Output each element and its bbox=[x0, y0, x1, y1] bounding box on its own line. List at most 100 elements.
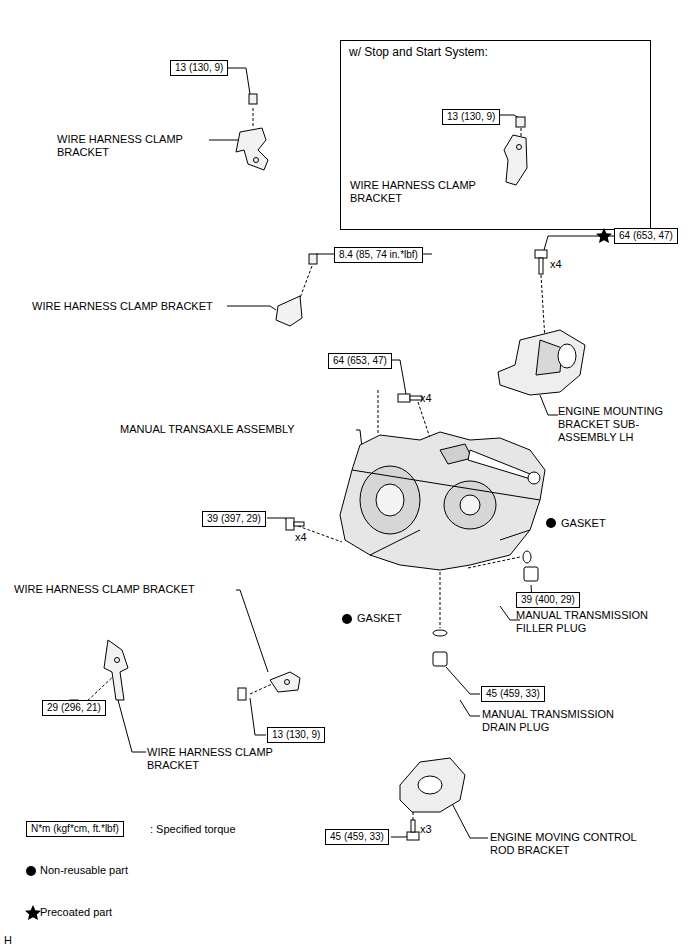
part-name: WIRE HARNESS CLAMP BRACKET bbox=[14, 583, 195, 596]
bolt bbox=[535, 250, 547, 258]
torque-box: 39 (400, 29) bbox=[516, 592, 580, 608]
part-name: GASKET bbox=[357, 612, 402, 625]
manual-transaxle bbox=[376, 484, 404, 516]
leader-line bbox=[226, 68, 250, 94]
manual-transaxle bbox=[468, 450, 534, 480]
torque-value: 39 (397, 29) bbox=[207, 513, 261, 525]
wire-harness-clamp-bracket bbox=[276, 296, 302, 326]
legend-text: Non-reusable part bbox=[40, 864, 128, 877]
leader-line bbox=[392, 360, 406, 394]
dashed-axis bbox=[418, 402, 430, 438]
plug-and-gasket bbox=[433, 652, 447, 666]
leader-line bbox=[446, 667, 480, 694]
torque-box: 8.4 (85, 74 in.*lbf) bbox=[334, 247, 423, 263]
manual-transaxle bbox=[500, 530, 530, 540]
wire-harness-clamp-bracket bbox=[104, 94, 527, 700]
non-reusable-mark bbox=[546, 518, 556, 528]
dashed-axis bbox=[253, 108, 254, 128]
wire-harness-clamp-bracket bbox=[309, 254, 317, 264]
bolt bbox=[539, 258, 543, 274]
bolt bbox=[407, 832, 419, 840]
manual-transaxle bbox=[460, 495, 480, 515]
plug-and-gasket bbox=[523, 551, 531, 563]
bolt bbox=[294, 522, 304, 526]
part-name: ENGINE MOVING CONTROL ROD BRACKET bbox=[490, 831, 655, 857]
quantity-mark: x3 bbox=[420, 823, 432, 836]
part-name: WIRE HARNESS CLAMP BRACKET bbox=[147, 746, 297, 772]
leader-line bbox=[460, 700, 480, 716]
torque-value: 45 (459, 33) bbox=[330, 831, 384, 843]
part-name: WIRE HARNESS CLAMP BRACKET bbox=[32, 300, 213, 313]
leader-line bbox=[236, 590, 268, 672]
torque-value: 29 (296, 21) bbox=[47, 702, 101, 714]
part-name: ENGINE MOUNTING BRACKET SUB- ASSEMBLY LH bbox=[558, 405, 680, 444]
wire-harness-clamp-bracket bbox=[115, 658, 120, 663]
dashed-axis bbox=[250, 684, 272, 694]
part-name: MANUAL TRANSAXLE ASSEMBLY bbox=[120, 423, 295, 436]
wire-harness-clamp-bracket bbox=[516, 117, 525, 127]
torque-box: 39 (397, 29) bbox=[202, 511, 266, 527]
quantity-mark: x4 bbox=[420, 392, 432, 405]
panel-heading: w/ Stop and Start System: bbox=[349, 45, 650, 59]
precoated-mark bbox=[25, 228, 612, 920]
precoated-mark bbox=[25, 905, 41, 920]
wire-harness-clamp-bracket bbox=[236, 128, 268, 170]
dashed-axis bbox=[440, 572, 441, 628]
quantity-mark: x4 bbox=[295, 531, 307, 544]
wire-harness-clamp-bracket bbox=[517, 145, 522, 150]
torque-box: 64 (653, 47) bbox=[328, 353, 392, 369]
wire-harness-clamp-bracket bbox=[504, 135, 527, 185]
part-name: MANUAL TRANSMISSION DRAIN PLUG bbox=[482, 708, 632, 734]
torque-box: 64 (653, 47) bbox=[614, 228, 678, 244]
plug-and-gasket bbox=[524, 567, 538, 581]
wire-harness-clamp-bracket bbox=[104, 640, 128, 700]
torque-value: 39 (400, 29) bbox=[521, 594, 575, 606]
precoated-mark bbox=[596, 228, 612, 243]
legend-text: : Specified torque bbox=[150, 823, 236, 836]
part-name: WIRE HARNESS CLAMP BRACKET bbox=[350, 179, 500, 205]
engine-mounting-bracket bbox=[498, 330, 585, 395]
non-reusable-mark bbox=[26, 866, 36, 876]
part-name: MANUAL TRANSMISSION FILLER PLUG bbox=[516, 609, 666, 635]
bolt bbox=[286, 518, 294, 530]
manual-transaxle bbox=[440, 444, 472, 464]
manual-transaxle bbox=[352, 470, 540, 500]
non-reusable-mark bbox=[26, 518, 556, 876]
quantity-mark: x4 bbox=[550, 258, 562, 271]
wire-harness-clamp-bracket bbox=[254, 158, 259, 163]
leader-line bbox=[227, 306, 276, 310]
dashed-axis bbox=[300, 266, 312, 298]
torque-box: 13 (130, 9) bbox=[267, 727, 325, 743]
torque-box: 29 (296, 21) bbox=[42, 700, 106, 716]
bolt bbox=[411, 820, 415, 832]
leader-line bbox=[118, 700, 146, 752]
manual-transaxle bbox=[444, 481, 496, 529]
torque-box: 13 (130, 9) bbox=[442, 109, 500, 125]
torque-value: 13 (130, 9) bbox=[272, 729, 320, 741]
torque-value: 13 (130, 9) bbox=[447, 111, 495, 123]
plug-and-gasket bbox=[433, 551, 538, 666]
non-reusable-mark bbox=[342, 614, 352, 624]
unit-key-box: N*m (kgf*cm, ft.*lbf) bbox=[26, 821, 124, 837]
dashed-axis bbox=[84, 108, 545, 825]
engine-moving-control-rod-bracket bbox=[400, 758, 465, 812]
manual-transaxle bbox=[370, 530, 420, 555]
leader-line bbox=[250, 698, 266, 735]
manual-transaxle bbox=[528, 472, 540, 484]
wire-harness-clamp-bracket bbox=[249, 94, 257, 104]
torque-value: 45 (459, 33) bbox=[486, 688, 540, 700]
torque-value: 64 (653, 47) bbox=[619, 230, 673, 242]
leader-line bbox=[540, 395, 558, 415]
legend-text: Precoated part bbox=[40, 906, 112, 919]
torque-value: 64 (653, 47) bbox=[333, 355, 387, 367]
dashed-axis bbox=[541, 275, 545, 340]
bolt bbox=[70, 250, 547, 840]
bolt bbox=[398, 394, 410, 402]
wire-harness-clamp-bracket bbox=[270, 672, 300, 692]
torque-box: 13 (130, 9) bbox=[170, 60, 228, 76]
engine-moving-control-rod-bracket bbox=[418, 776, 442, 794]
manual-transaxle bbox=[340, 432, 545, 570]
figure-code: H bbox=[4, 934, 12, 947]
part-name: GASKET bbox=[561, 517, 606, 530]
